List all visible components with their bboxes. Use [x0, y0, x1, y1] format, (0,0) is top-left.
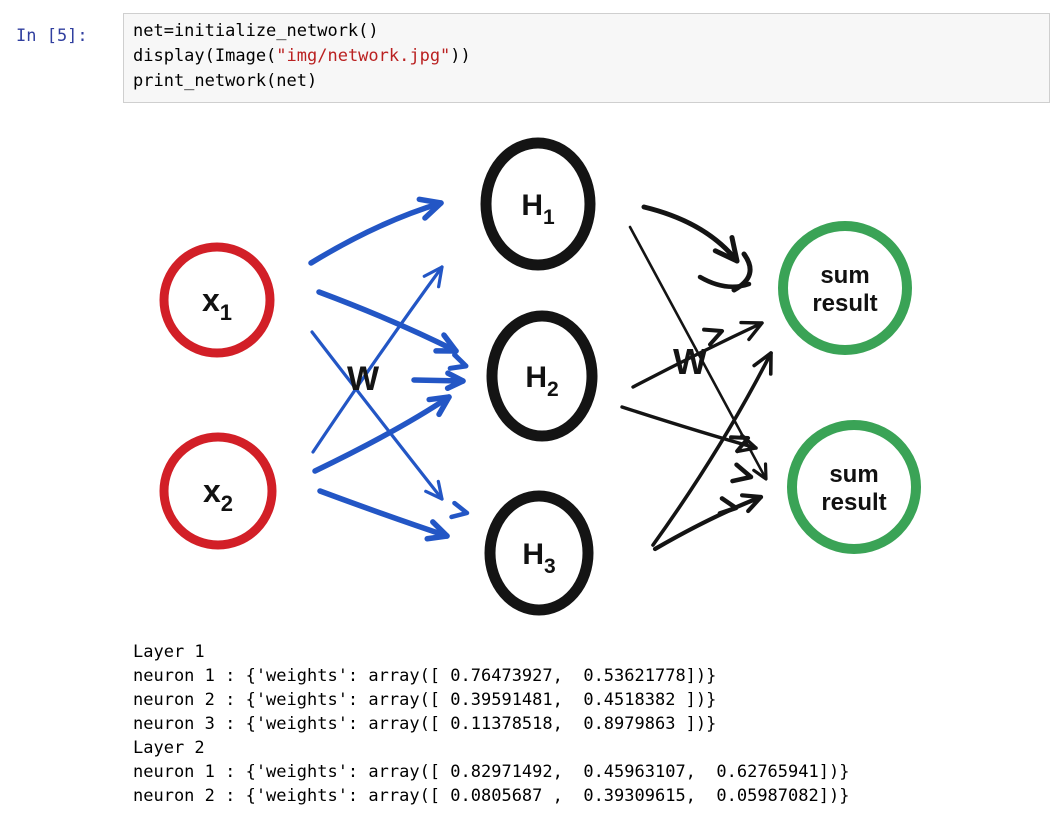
- hand-stroke: [697, 274, 752, 290]
- arrow-h3-o1: [651, 351, 773, 547]
- node-x2: [159, 432, 277, 550]
- node-o2: [787, 420, 921, 554]
- node-o1: [778, 221, 912, 355]
- arrowhead-h2-o1: [739, 320, 764, 342]
- arrowhead-x1-h2: [433, 332, 459, 354]
- arrow-h2-mid: [411, 377, 466, 384]
- node-label-h2: H2: [525, 361, 558, 401]
- node-label-h3: H3: [522, 538, 555, 578]
- weights-label-w2: W: [673, 341, 707, 382]
- arrowhead-extra: [702, 327, 724, 347]
- weights-label-w1: W: [347, 360, 380, 398]
- arrow-x1-h1: [308, 200, 444, 266]
- arrowhead-x2-h2: [426, 394, 452, 418]
- arrow-h3-o2: [652, 494, 764, 552]
- code-cell[interactable]: net=initialize_network() display(Image("i…: [123, 13, 1050, 103]
- arrowhead-x1-h3: [424, 479, 444, 501]
- arrowhead-x2-h1: [422, 265, 444, 289]
- arrowhead-h1-o2: [752, 462, 768, 481]
- arrowhead-x2-h3: [424, 519, 450, 542]
- input-prompt: In [5]:: [16, 26, 88, 46]
- arrowhead-extra: [717, 496, 739, 516]
- arrowhead-extra: [730, 462, 754, 484]
- arrowhead-h3-o1: [752, 351, 773, 376]
- node-label-x1: x1: [202, 282, 232, 325]
- arrowhead-h2-mid: [444, 370, 466, 391]
- arrow-x1-h3: [310, 330, 444, 501]
- code-editor[interactable]: net=initialize_network() display(Image("i…: [133, 19, 1049, 94]
- code-line: net=initialize_network(): [133, 21, 379, 41]
- arrow-x2-h1: [311, 265, 444, 454]
- node-label-h1: H1: [521, 189, 555, 229]
- arrowhead-h3-o2: [739, 493, 764, 514]
- arrow-x2-h3: [317, 488, 450, 539]
- node-h1: [480, 137, 596, 271]
- arrow-h2-o2: [620, 405, 758, 450]
- arrowhead-extra: [449, 500, 470, 520]
- arrow-x1-h2: [316, 289, 459, 354]
- node-h3: [484, 490, 594, 616]
- code-line: display(Image("img/network.jpg")): [133, 46, 471, 66]
- arrow-x2-h2: [312, 394, 452, 474]
- arrowhead-extra: [447, 352, 469, 371]
- arrowhead-h1-o1: [712, 235, 740, 264]
- code-line: print_network(net): [133, 71, 318, 91]
- node-x1: [159, 242, 275, 358]
- arrowhead-extra: [729, 435, 750, 454]
- node-label-x2: x2: [203, 473, 233, 516]
- node-h2: [486, 310, 598, 442]
- arrowhead-x1-h1: [416, 196, 444, 221]
- arrow-h1-o1: [641, 204, 740, 264]
- arrow-h2-o1: [631, 321, 764, 389]
- cell-output-text: Layer 1 neuron 1 : {'weights': array([ 0…: [133, 642, 850, 806]
